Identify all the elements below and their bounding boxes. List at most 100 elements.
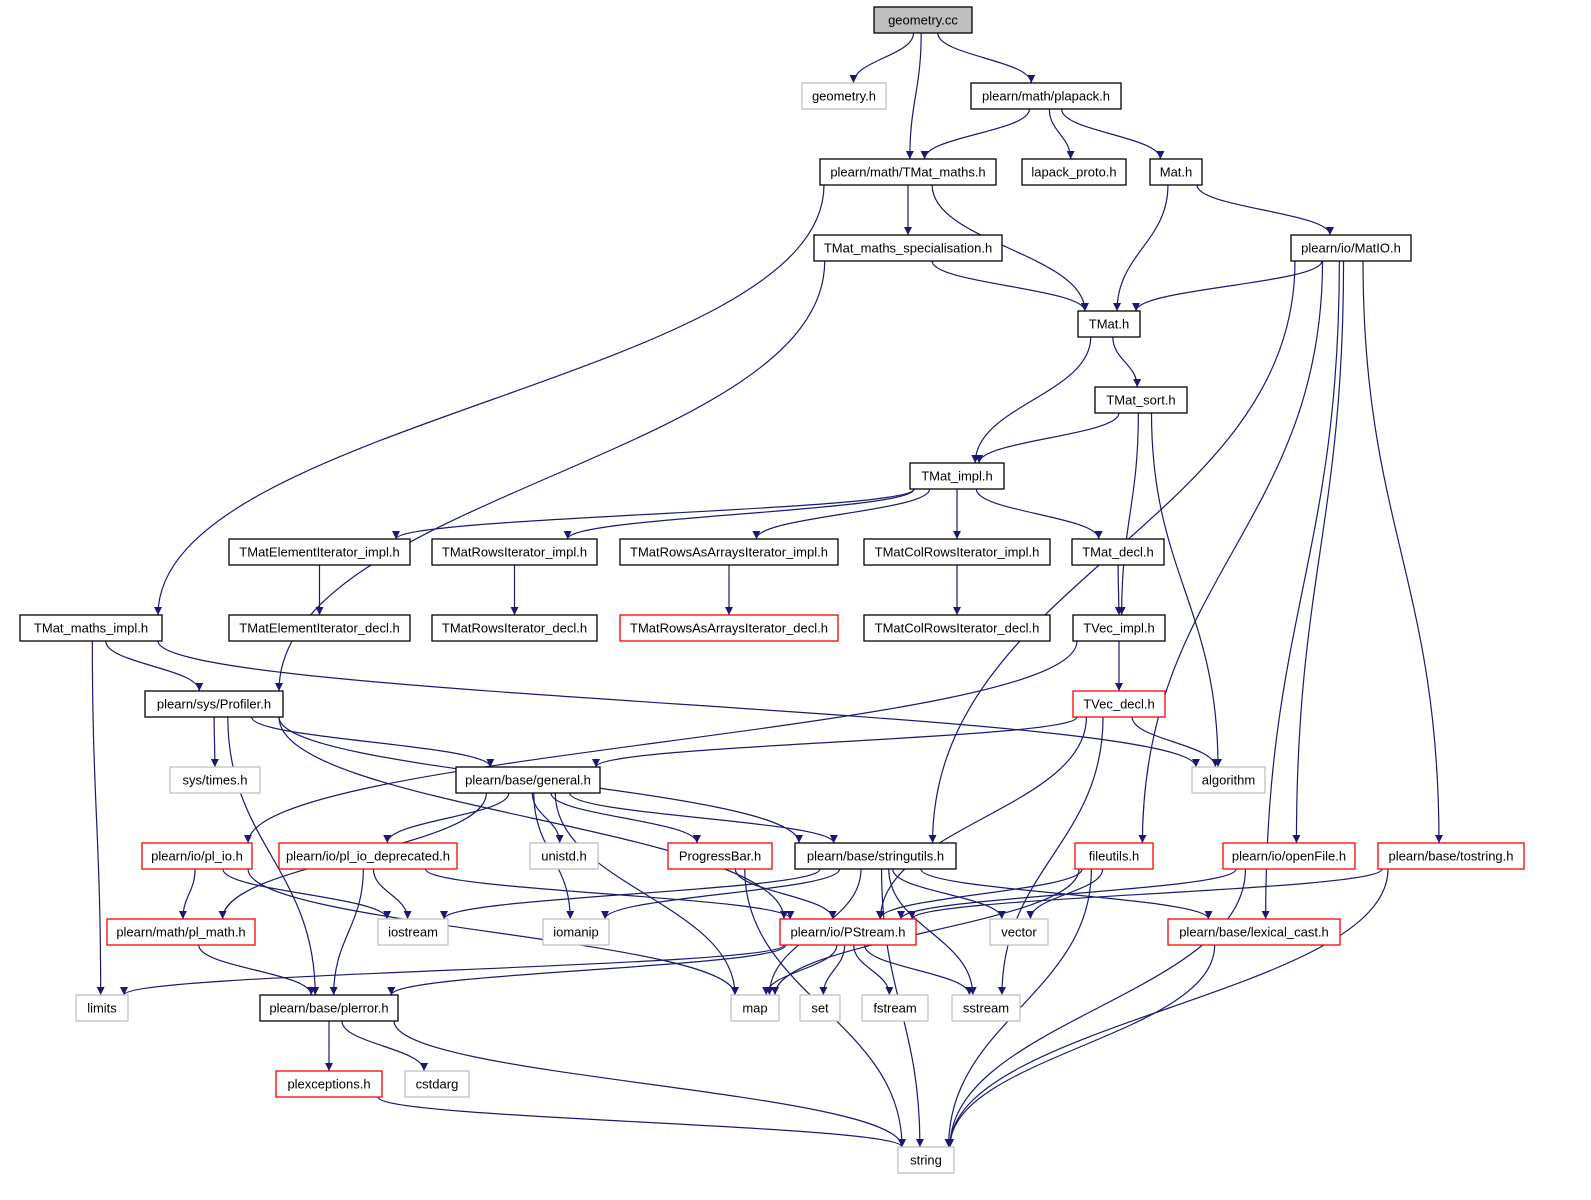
node-iomanip: iomanip — [542, 918, 610, 946]
edge-mat_h-to-matio — [1196, 184, 1334, 236]
node-plexceptions[interactable]: plexceptions.h — [275, 1070, 383, 1098]
node-box — [529, 842, 599, 870]
node-fileutils[interactable]: fileutils.h — [1074, 842, 1154, 870]
node-unistd: unistd.h — [529, 842, 599, 870]
node-box — [1290, 234, 1412, 262]
node-box — [1094, 386, 1188, 414]
node-tmat-impl[interactable]: TMat_impl.h — [909, 462, 1005, 490]
node-tmat-h[interactable]: TMat.h — [1077, 310, 1141, 338]
edges-layer — [91, 32, 1443, 1148]
edge-path — [550, 792, 701, 844]
edge-mat_h-to-tmat_h — [1113, 184, 1169, 312]
edge-tvec_decl-to-algorithm — [1131, 716, 1220, 768]
node-rows-decl[interactable]: TMatRowsIterator_decl.h — [431, 614, 598, 642]
edge-pl_io-to-iostream — [222, 868, 392, 920]
edge-path — [244, 640, 1078, 844]
edge-pstream-to-plerror — [387, 944, 787, 996]
edge-tmat_maths_impl-to-profiler — [105, 640, 204, 692]
node-label: ProgressBar.h — [679, 849, 761, 864]
node-box — [1222, 842, 1356, 870]
edge-geometry_cc-to-plapack — [937, 32, 1036, 84]
edge-matio-to-tmat_h — [1132, 260, 1323, 312]
node-colrows-impl[interactable]: TMatColRowsIterator_impl.h — [863, 538, 1051, 566]
edge-path — [937, 32, 1036, 84]
node-lapack-proto[interactable]: lapack_proto.h — [1021, 158, 1127, 186]
node-box — [542, 918, 610, 946]
node-label: geometry.cc — [888, 13, 958, 28]
node-elem-impl[interactable]: TMatElementIterator_impl.h — [228, 538, 411, 566]
node-lexical-cast[interactable]: plearn/base/lexical_cast.h — [1167, 918, 1341, 946]
edge-path — [392, 488, 915, 540]
edge-path — [563, 488, 915, 540]
node-pl-math[interactable]: plearn/math/pl_math.h — [106, 918, 256, 946]
edge-path — [425, 868, 795, 920]
edge-plexceptions-to-string — [377, 1096, 906, 1148]
node-plerror[interactable]: plearn/base/plerror.h — [259, 994, 399, 1022]
edge-path — [946, 944, 1216, 1148]
node-pl-io-dep[interactable]: plearn/io/pl_io_deprecated.h — [278, 842, 458, 870]
node-elem-decl[interactable]: TMatElementIterator_decl.h — [228, 614, 411, 642]
node-tmat-maths-spec[interactable]: TMat_maths_specialisation.h — [813, 234, 1003, 262]
node-mat-h[interactable]: Mat.h — [1149, 158, 1203, 186]
node-tostring[interactable]: plearn/base/tostring.h — [1377, 842, 1525, 870]
edge-matio-to-lexical_cast — [1261, 260, 1340, 920]
node-box — [377, 918, 449, 946]
node-tmat-maths-impl[interactable]: TMat_maths_impl.h — [19, 614, 163, 642]
edge-stringutils-to-sstream — [888, 868, 977, 996]
node-box — [863, 614, 1051, 642]
edge-path — [569, 792, 838, 844]
edge-plerror-to-string — [393, 1020, 906, 1148]
node-box — [278, 842, 458, 870]
edge-pl_io-to-pl_math — [178, 868, 196, 920]
node-tmat-sort[interactable]: TMat_sort.h — [1094, 386, 1188, 414]
node-rowsarr-impl[interactable]: TMatRowsAsArraysIterator_impl.h — [619, 538, 839, 566]
node-tvec-decl[interactable]: TVec_decl.h — [1072, 690, 1166, 718]
node-progressbar[interactable]: ProgressBar.h — [667, 842, 773, 870]
node-pl-io[interactable]: plearn/io/pl_io.h — [141, 842, 253, 870]
node-tmat-maths[interactable]: plearn/math/TMat_maths.h — [819, 158, 997, 186]
node-label: limits — [87, 1001, 117, 1016]
edge-tmat_impl-to-rows_impl — [563, 488, 915, 540]
node-label: sys/times.h — [182, 773, 247, 788]
node-geometry-cc[interactable]: geometry.cc — [873, 6, 973, 34]
node-box — [275, 1070, 383, 1098]
edge-tmat_maths-to-tmat_maths_impl — [154, 184, 825, 616]
edge-path — [946, 868, 1389, 1148]
node-matio[interactable]: plearn/io/MatIO.h — [1290, 234, 1412, 262]
node-label: plearn/base/tostring.h — [1388, 849, 1513, 864]
edge-path — [383, 792, 510, 844]
node-tvec-impl[interactable]: TVec_impl.h — [1072, 614, 1166, 642]
edge-tostring-to-string — [946, 868, 1389, 1148]
edge-pl_io_dep-to-plerror — [329, 868, 364, 996]
node-general[interactable]: plearn/base/general.h — [455, 766, 601, 794]
node-tmat-decl[interactable]: TMat_decl.h — [1071, 538, 1165, 566]
edge-path — [251, 716, 495, 768]
node-plapack[interactable]: plearn/math/plapack.h — [970, 82, 1122, 110]
edge-tmat_maths_impl-to-algorithm — [157, 640, 1200, 768]
edge-general-to-progressbar — [550, 792, 701, 844]
node-profiler[interactable]: plearn/sys/Profiler.h — [144, 690, 284, 718]
node-pstream[interactable]: plearn/io/PStream.h — [779, 918, 917, 946]
node-rows-impl[interactable]: TMatRowsIterator_impl.h — [431, 538, 598, 566]
node-box — [799, 994, 841, 1022]
edge-path — [908, 868, 1383, 920]
node-box — [1021, 158, 1127, 186]
edge-path — [372, 868, 412, 920]
node-label: plearn/math/pl_math.h — [116, 925, 245, 940]
edge-tvec_impl-to-pl_io — [244, 640, 1078, 844]
node-openfile[interactable]: plearn/io/openFile.h — [1222, 842, 1356, 870]
node-stringutils[interactable]: plearn/base/stringutils.h — [794, 842, 957, 870]
edge-path — [875, 868, 1083, 920]
node-label: TMat_maths_specialisation.h — [824, 241, 992, 256]
node-box — [897, 1146, 955, 1174]
node-label: TMatElementIterator_impl.h — [239, 545, 399, 560]
node-colrows-decl[interactable]: TMatColRowsIterator_decl.h — [863, 614, 1051, 642]
edge-plerror-to-cstdarg — [341, 1020, 429, 1072]
node-label: unistd.h — [541, 849, 587, 864]
node-rowsarr-decl[interactable]: TMatRowsAsArraysIterator_decl.h — [619, 614, 839, 642]
edge-path — [91, 640, 105, 996]
node-box — [228, 614, 411, 642]
edge-tmat_maths-to-tmat_h — [931, 184, 1089, 312]
node-label: iostream — [388, 925, 438, 940]
edge-profiler-to-plerror — [227, 716, 320, 996]
